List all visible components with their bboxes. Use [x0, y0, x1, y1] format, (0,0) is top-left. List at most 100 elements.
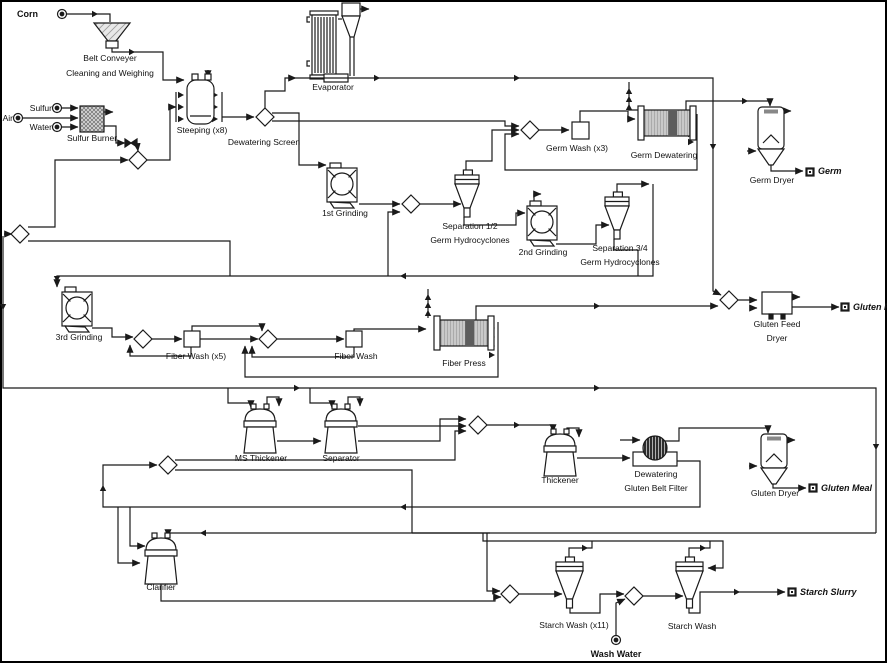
- label-gluten-feed-dryer: Gluten Feed: [754, 319, 801, 329]
- label-separator: Separator: [322, 453, 359, 463]
- source-label-wash-water: Wash Water: [591, 649, 642, 659]
- fiber-mixer-2: [258, 329, 278, 349]
- stream-line: [309, 388, 336, 409]
- arrowhead-r: [178, 91, 184, 99]
- stream-line: [160, 584, 502, 602]
- starch-wash-11: [555, 556, 584, 609]
- gluten-dryer: [759, 433, 789, 485]
- product-label-starch-slurry: Starch Slurry: [800, 587, 858, 597]
- arrowhead-l: [200, 529, 206, 537]
- sep12: [454, 169, 480, 218]
- stream-line: [486, 533, 501, 595]
- source-label-water: Water: [30, 122, 53, 132]
- fiber-wash-5: [183, 330, 201, 348]
- stream-line: [463, 209, 526, 226]
- arrowhead-r: [294, 384, 300, 392]
- second-grinding: [526, 200, 558, 247]
- evaporator: [296, 2, 362, 83]
- arrowhead-r: [742, 97, 748, 105]
- stream-line: [772, 484, 807, 492]
- source-wash-water: [610, 634, 622, 646]
- source-label-air: Air: [3, 113, 14, 123]
- stream-line: [92, 327, 134, 341]
- source-air: [12, 112, 24, 124]
- stream-line: [362, 77, 722, 296]
- fiber-press: [433, 315, 495, 351]
- stream-line: [685, 98, 774, 110]
- label-sep34: Separation 3/4: [592, 243, 648, 253]
- product-label-gluten-meal: Gluten Meal: [821, 483, 873, 493]
- equipment-layer: [10, 2, 850, 646]
- arrowhead-r: [594, 384, 600, 392]
- stream-line: [556, 221, 610, 245]
- germ-wash-mixer: [520, 120, 540, 140]
- arrowhead-u: [625, 88, 633, 94]
- stream-line: [147, 103, 177, 161]
- label2-belt-filter: Gluten Belt Filter: [624, 483, 687, 493]
- clarifier: [144, 532, 178, 585]
- stream-line: [533, 190, 542, 201]
- stream-line: [487, 424, 557, 433]
- belt-conveyer: [92, 22, 132, 49]
- stream-line: [616, 180, 650, 192]
- source-sulfur: [51, 102, 63, 114]
- label-dewatering-screen: Dewatering Screen: [228, 137, 301, 147]
- first-grinding: [326, 162, 358, 209]
- arrowhead-r: [178, 103, 184, 111]
- germ-wash: [571, 121, 590, 140]
- label2-gluten-feed-dryer: Dryer: [767, 333, 788, 343]
- arrowhead-r: [514, 421, 520, 429]
- stream-line: [579, 110, 636, 123]
- product-germ: [805, 167, 815, 177]
- stream-line: [770, 165, 804, 175]
- product-label-gluten-feed: Gluten Feed: [853, 302, 887, 312]
- ms-thickener: [243, 403, 277, 454]
- stream-line: [475, 302, 719, 320]
- arrowhead-r: [374, 74, 380, 82]
- label2-sep34: Germ Hydrocyclones: [580, 257, 659, 267]
- label-sep12: Separation 1/2: [442, 221, 498, 231]
- arrowhead-r: [489, 351, 495, 359]
- stream-line: [175, 469, 413, 507]
- starch-mixer-1: [500, 584, 520, 604]
- label-steeping: Steeping (x8): [177, 125, 228, 135]
- mixer-grind: [401, 194, 421, 214]
- fiber-mixer-1: [133, 329, 153, 349]
- gluten-feed-dryer: [761, 291, 793, 320]
- belt-filter: [632, 435, 678, 467]
- label-ms-thickener: MS Thickener: [235, 453, 287, 463]
- steeping: [186, 73, 215, 125]
- stream-line: [102, 460, 701, 508]
- starch-mixer-2: [624, 586, 644, 606]
- label-belt-conveyer: Belt Conveyer: [83, 53, 137, 63]
- label-fiber-wash: Fiber Wash: [334, 351, 377, 361]
- stream-line: [117, 507, 141, 567]
- arrowhead-u: [99, 485, 107, 491]
- label-evaporator: Evaporator: [312, 82, 354, 92]
- stream-line: [613, 239, 639, 276]
- label-fiber-wash-5: Fiber Wash (x5): [166, 351, 226, 361]
- stream-line: [175, 427, 467, 461]
- stream-line: [264, 74, 297, 108]
- stream-line: [227, 388, 255, 409]
- stream-line: [615, 598, 626, 636]
- stream-line: [266, 396, 283, 407]
- stream-line: [111, 48, 185, 84]
- arrowhead-u: [424, 310, 432, 316]
- gf-mixer: [719, 290, 739, 310]
- arrowhead-d: [709, 144, 717, 150]
- stream-line: [272, 120, 520, 130]
- label-fiber-press: Fiber Press: [442, 358, 485, 368]
- product-label-germ: Germ: [818, 166, 842, 176]
- arrowhead-d: [0, 304, 7, 310]
- clarifier-mixer: [158, 455, 178, 475]
- product-gluten-meal: [808, 483, 818, 493]
- label-clarifier: Clarifier: [146, 582, 175, 592]
- thickener: [543, 428, 577, 477]
- stream-line: [664, 425, 772, 442]
- product-starch-slurry: [787, 587, 797, 597]
- label-starch-wash: Starch Wash: [668, 621, 717, 631]
- arrowhead-u: [625, 96, 633, 102]
- stream-line: [353, 325, 427, 333]
